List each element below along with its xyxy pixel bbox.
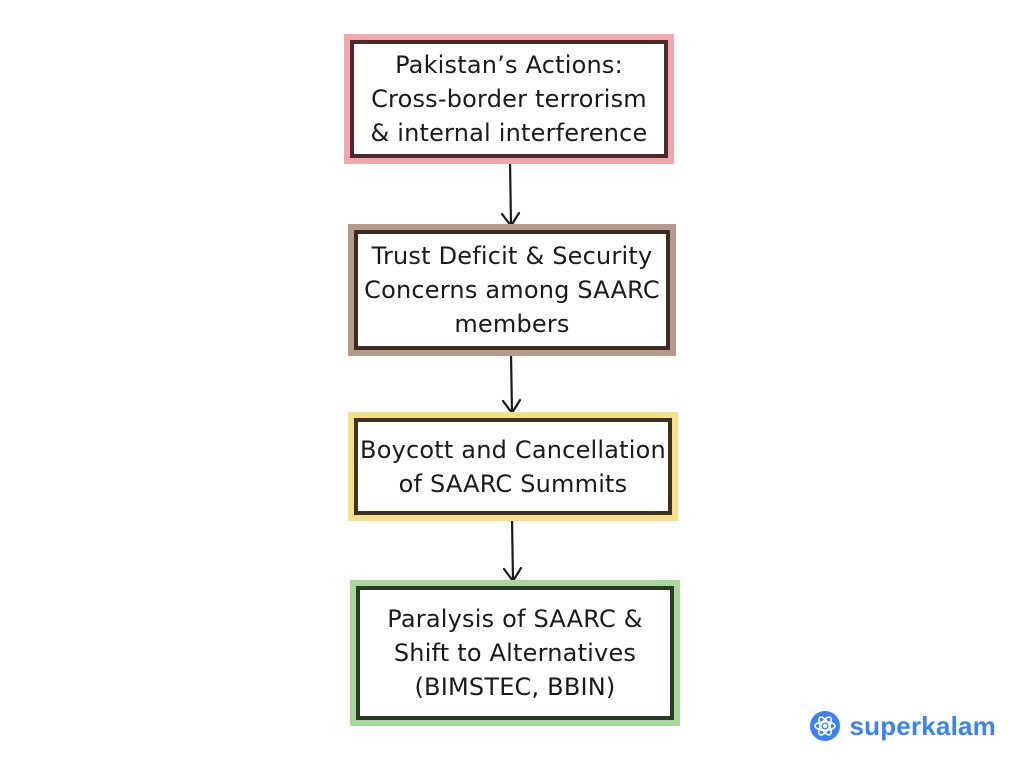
node-label: Boycott and Cancellation of SAARC Summit… <box>360 435 666 498</box>
node-pakistans-actions: Pakistan’s Actions: Cross-border terrori… <box>350 40 668 158</box>
node-trust-deficit: Trust Deficit & Security Concerns among … <box>354 230 670 350</box>
arrow-n1-n2 <box>500 158 521 228</box>
node-label: Paralysis of SAARC & Shift to Alternativ… <box>387 605 643 701</box>
node-label: Pakistan’s Actions: Cross-border terrori… <box>370 51 648 147</box>
node-label: Trust Deficit & Security Concerns among … <box>364 242 660 338</box>
brand-name: superkalam <box>849 710 996 741</box>
node-paralysis-saarc: Paralysis of SAARC & Shift to Alternativ… <box>356 586 674 720</box>
node-boycott-summits: Boycott and Cancellation of SAARC Summit… <box>354 418 672 515</box>
brand-logo: superkalam <box>809 710 996 742</box>
arrow-n2-n3 <box>501 351 522 415</box>
atom-icon <box>810 711 841 741</box>
arrow-n3-n4 <box>502 516 523 583</box>
